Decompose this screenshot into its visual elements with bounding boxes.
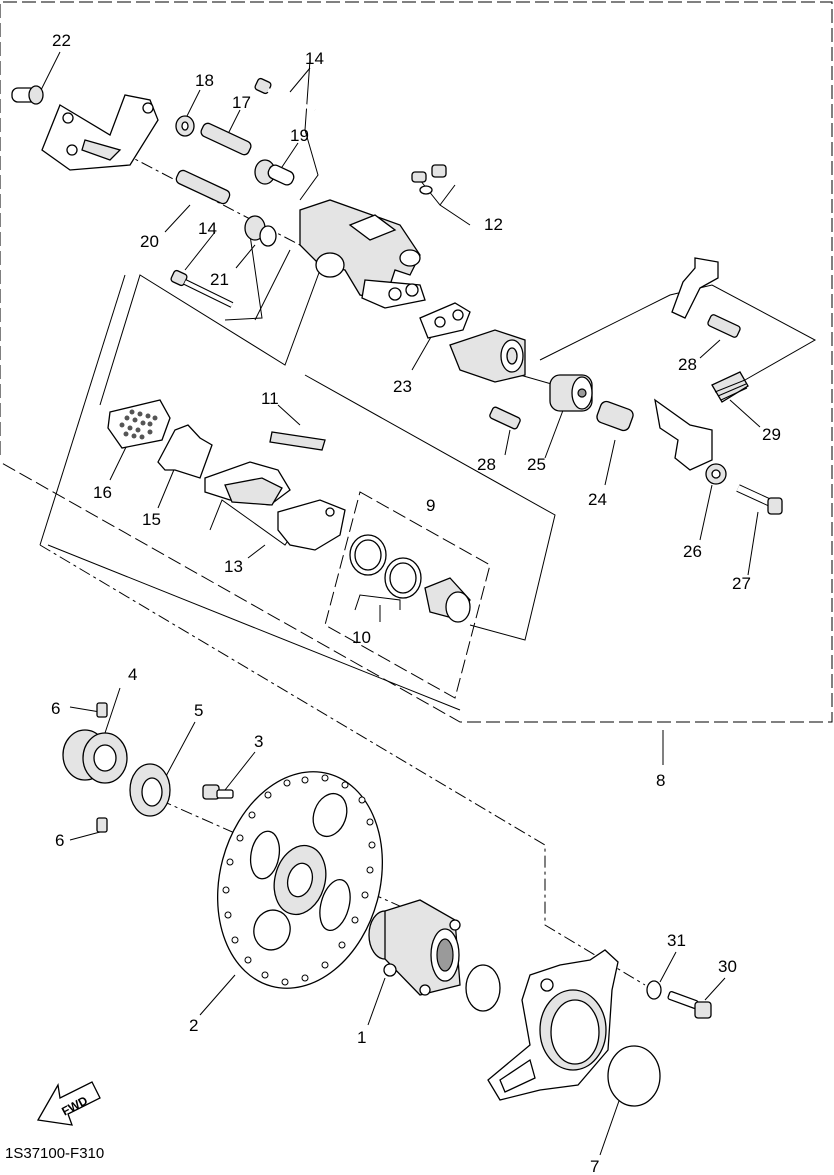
callout-22: 22 bbox=[52, 31, 71, 50]
part-27-bolt bbox=[736, 484, 783, 515]
piston-kit-boundary bbox=[324, 491, 491, 699]
callout-14-lower: 14 bbox=[198, 219, 217, 238]
part-24-fitting bbox=[596, 400, 634, 432]
callout-13: 13 bbox=[224, 557, 243, 576]
support-bracket bbox=[41, 94, 159, 171]
callout-5: 5 bbox=[194, 701, 203, 720]
callout-15: 15 bbox=[142, 510, 161, 529]
callout-19: 19 bbox=[290, 126, 309, 145]
part-20-slide-pin bbox=[175, 169, 231, 205]
part-6-set-screw-top bbox=[96, 702, 108, 718]
callout-28-upper: 28 bbox=[678, 355, 697, 374]
callout-24: 24 bbox=[588, 490, 607, 509]
lower-bracket bbox=[654, 398, 713, 471]
part-15-pad-spring bbox=[157, 424, 213, 479]
callout-31: 31 bbox=[667, 931, 686, 950]
part-25-piston bbox=[549, 374, 593, 412]
part-7-circlip bbox=[607, 1045, 661, 1107]
part-28-bolt-lower bbox=[489, 406, 521, 430]
callout-14-upper: 14 bbox=[305, 49, 324, 68]
part-22-pin bbox=[11, 85, 44, 105]
o-ring bbox=[465, 964, 501, 1012]
callout-18: 18 bbox=[195, 71, 214, 90]
leader-lines bbox=[39, 51, 817, 1156]
callout-30: 30 bbox=[718, 957, 737, 976]
part-30-bolt bbox=[667, 991, 712, 1019]
callout-6-lower: 6 bbox=[55, 831, 64, 850]
brake-hose-adapter bbox=[449, 329, 526, 383]
part-19-boot bbox=[254, 159, 295, 186]
part-14-bolt-upper bbox=[254, 77, 316, 112]
part-5-washer bbox=[129, 763, 171, 817]
part-21-boot bbox=[244, 215, 277, 247]
callout-labels: 22 14 18 17 19 12 20 14 21 28 23 11 29 2… bbox=[51, 31, 781, 1175]
caliper-body bbox=[299, 199, 426, 309]
caliper-assembly-boundary bbox=[0, 1, 833, 723]
part-6-set-screw-bottom bbox=[96, 817, 108, 833]
callout-27: 27 bbox=[732, 574, 751, 593]
part-14-bolt-lower bbox=[170, 269, 234, 308]
callout-26: 26 bbox=[683, 542, 702, 561]
callout-8: 8 bbox=[656, 771, 665, 790]
callout-11: 11 bbox=[261, 389, 279, 408]
callout-4: 4 bbox=[128, 665, 137, 684]
part-28-bolt-upper bbox=[707, 314, 741, 338]
callout-1: 1 bbox=[357, 1028, 366, 1047]
callout-10: 10 bbox=[352, 628, 371, 647]
part-4-axle-nut bbox=[62, 729, 128, 784]
callout-6-upper: 6 bbox=[51, 699, 60, 718]
callout-25: 25 bbox=[527, 455, 546, 474]
callout-20: 20 bbox=[140, 232, 159, 251]
callout-29: 29 bbox=[762, 425, 781, 444]
part-9-piston bbox=[424, 577, 471, 623]
callout-9: 9 bbox=[426, 496, 435, 515]
callout-3: 3 bbox=[254, 732, 263, 751]
callout-7: 7 bbox=[590, 1157, 599, 1175]
callout-21: 21 bbox=[210, 270, 229, 289]
part-29-spring bbox=[711, 371, 749, 403]
callout-17: 17 bbox=[232, 93, 251, 112]
part-16-pad-insulator bbox=[107, 399, 171, 449]
callout-12: 12 bbox=[484, 215, 503, 234]
part-31-washer bbox=[646, 980, 662, 1000]
fwd-arrow-icon: FWD bbox=[36, 1081, 101, 1126]
hose-guide-bracket bbox=[671, 257, 719, 319]
part-11-pad-shim bbox=[269, 431, 326, 451]
callout-2: 2 bbox=[189, 1016, 198, 1035]
part-13-brake-pads bbox=[204, 461, 346, 551]
part-10-seals bbox=[349, 534, 422, 599]
part-3-bolt bbox=[202, 784, 234, 800]
callout-23: 23 bbox=[393, 377, 412, 396]
part-1-hub bbox=[368, 899, 461, 996]
caliper-mount-bracket bbox=[487, 949, 619, 1101]
part-17-slide-pin bbox=[200, 122, 252, 156]
diagram-code: 1S37100-F310 bbox=[5, 1145, 104, 1162]
callout-28-lower: 28 bbox=[477, 455, 496, 474]
part-12-bleed-screw bbox=[411, 164, 447, 195]
part-2-brake-disc bbox=[216, 771, 384, 989]
callout-16: 16 bbox=[93, 483, 112, 502]
